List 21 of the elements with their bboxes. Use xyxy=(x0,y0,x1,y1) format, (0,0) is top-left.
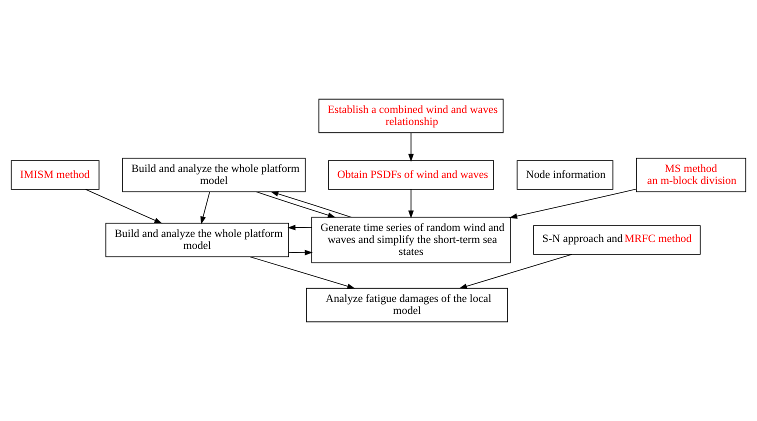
node-box: Build and analyze the whole platform model xyxy=(122,158,306,192)
node-box: Analyze fatigue damages of the local model xyxy=(306,288,508,322)
arrow xyxy=(256,191,336,218)
arrow xyxy=(250,256,356,289)
node-box: Node information xyxy=(516,160,614,190)
node-box: Establish a combined wind and waves relationship xyxy=(318,98,504,134)
node-box: S-N approach andMRFC method xyxy=(533,225,701,255)
arrow xyxy=(288,250,313,256)
arrow xyxy=(408,189,414,218)
node-box: MS method an m-block division xyxy=(636,158,746,192)
node-box: IMISM method xyxy=(10,160,100,190)
node-box: Obtain PSDFs of wind and waves xyxy=(328,160,494,190)
arrow xyxy=(408,132,414,162)
node-box: Generate time series of random wind and waves and simplify the short-term sea states xyxy=(311,216,511,264)
arrow xyxy=(509,188,637,219)
arrow xyxy=(458,254,572,289)
arrow xyxy=(270,191,352,218)
node-box: Build and analyze the whole platform model xyxy=(105,222,289,258)
arrow xyxy=(200,191,210,224)
arrow xyxy=(85,189,162,224)
arrow xyxy=(287,224,312,230)
